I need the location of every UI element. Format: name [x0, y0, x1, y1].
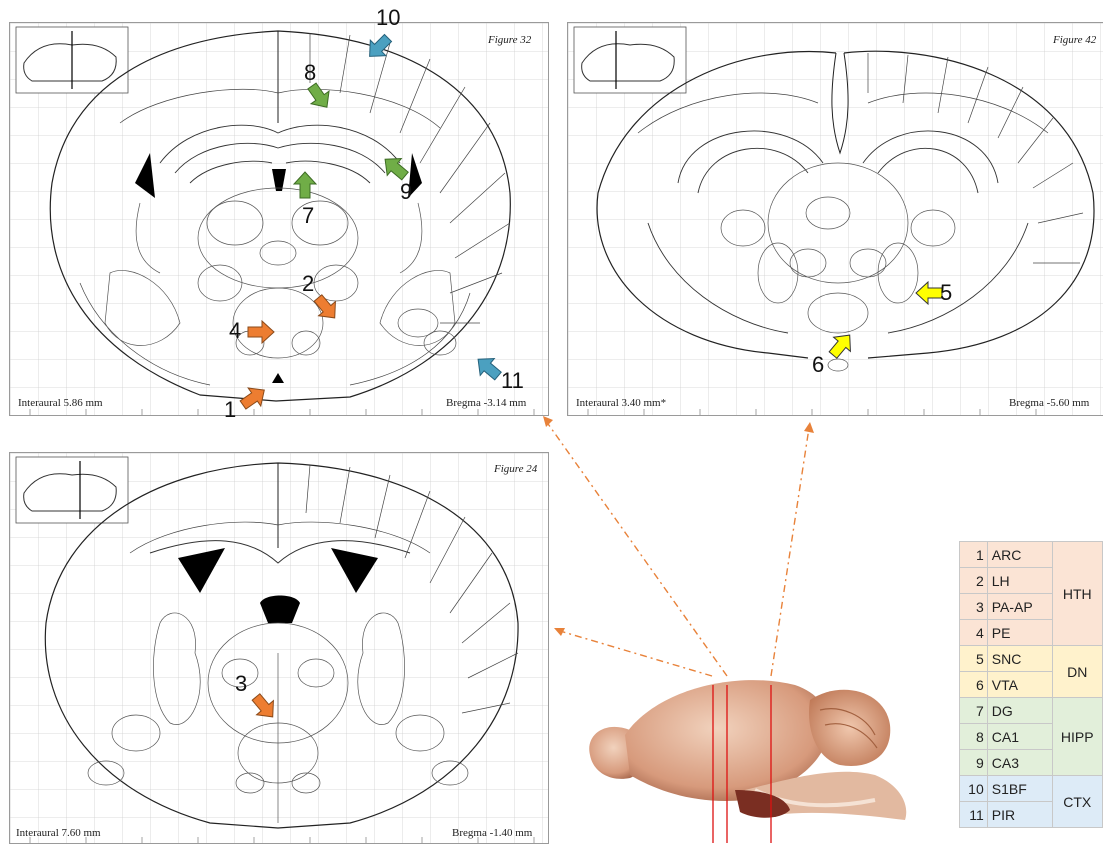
legend-row: 7 DG HIPP: [960, 698, 1103, 724]
arrow-vta: [825, 328, 859, 362]
legend-abbr: DG: [987, 698, 1052, 724]
legend-num: 7: [960, 698, 988, 724]
legend-row: 5 SNC DN: [960, 646, 1103, 672]
legend-num: 10: [960, 776, 988, 802]
legend-group-hth: HTH: [1052, 542, 1102, 646]
legend-num: 4: [960, 620, 988, 646]
legend-abbr: S1BF: [987, 776, 1052, 802]
marker-7: 7: [302, 205, 314, 227]
legend-row: 1 ARC HTH: [960, 542, 1103, 568]
arrow-dg: [294, 172, 316, 198]
legend-num: 8: [960, 724, 988, 750]
legend-group-hipp: HIPP: [1052, 698, 1102, 776]
legend-num: 9: [960, 750, 988, 776]
legend-abbr: CA1: [987, 724, 1052, 750]
arrow-pir: [471, 351, 505, 385]
arrow-snc: [916, 282, 942, 304]
legend-num: 6: [960, 672, 988, 698]
marker-10: 10: [376, 7, 400, 29]
legend-abbr: SNC: [987, 646, 1052, 672]
legend-abbr: CA3: [987, 750, 1052, 776]
legend-abbr: LH: [987, 568, 1052, 594]
marker-11: 11: [501, 370, 524, 392]
legend-abbr: PIR: [987, 802, 1052, 828]
legend-num: 5: [960, 646, 988, 672]
marker-6: 6: [812, 354, 824, 376]
arrow-s1bf: [362, 30, 396, 64]
marker-1: 1: [224, 399, 236, 421]
legend-group-ctx: CTX: [1052, 776, 1102, 828]
legend-abbr: PE: [987, 620, 1052, 646]
legend-num: 3: [960, 594, 988, 620]
marker-8: 8: [304, 62, 316, 84]
marker-2: 2: [302, 273, 314, 295]
marker-3: 3: [235, 673, 247, 695]
legend-num: 1: [960, 542, 988, 568]
legend-abbr: VTA: [987, 672, 1052, 698]
sagittal-brain-photo: [585, 640, 915, 843]
marker-5: 5: [940, 282, 952, 304]
marker-9: 9: [400, 181, 412, 203]
arrow-arc: [237, 381, 271, 414]
marker-4: 4: [229, 320, 241, 342]
legend-row: 10 S1BF CTX: [960, 776, 1103, 802]
arrow-pe: [248, 321, 274, 343]
legend-group-dn: DN: [1052, 646, 1102, 698]
arrow-pa-ap: [248, 690, 282, 724]
legend-num: 11: [960, 802, 988, 828]
arrow-lh: [310, 291, 344, 325]
legend-num: 2: [960, 568, 988, 594]
region-legend-table: 1 ARC HTH 2 LH 3 PA-AP 4 PE 5 SNC DN 6 V…: [959, 541, 1103, 828]
legend-abbr: ARC: [987, 542, 1052, 568]
legend-abbr: PA-AP: [987, 594, 1052, 620]
